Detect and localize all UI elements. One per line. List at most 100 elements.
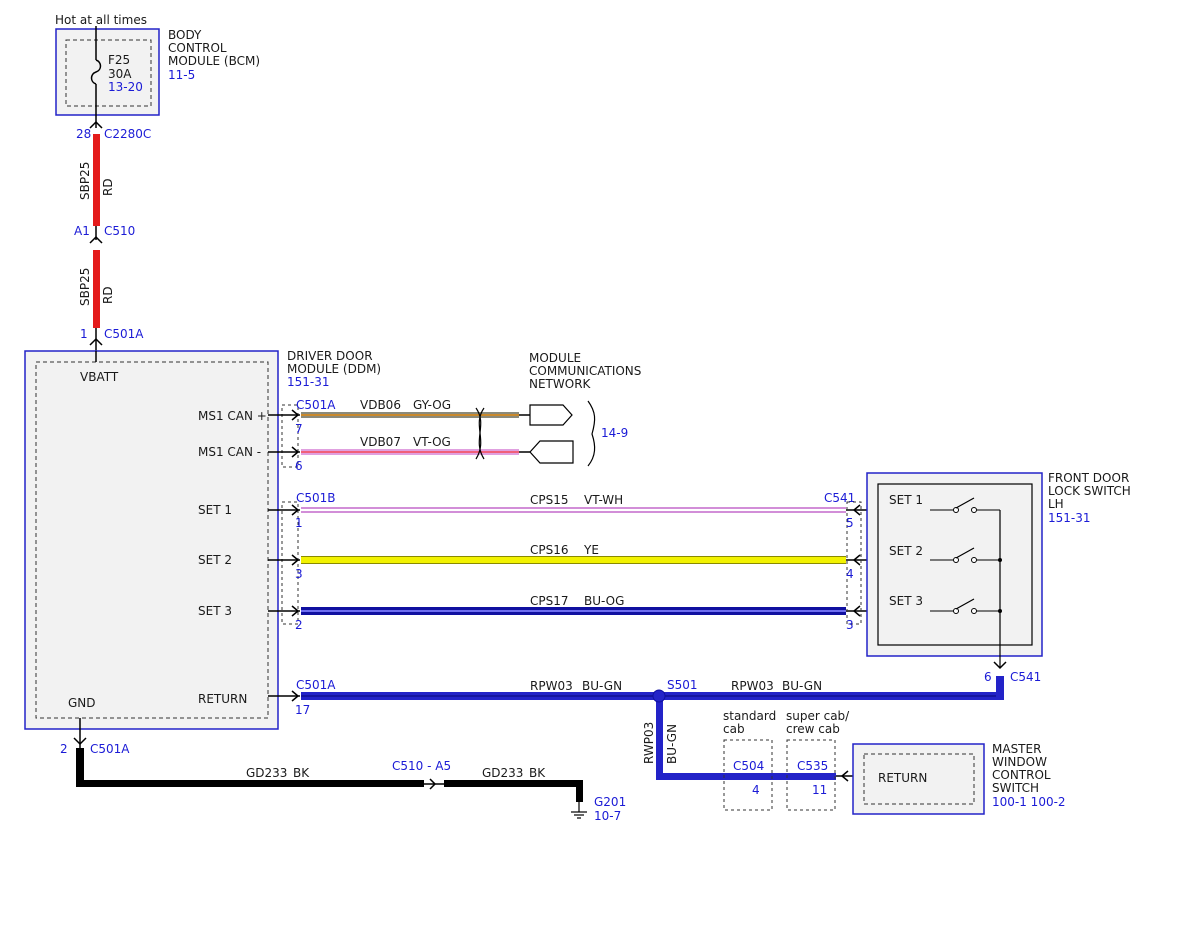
- set1-circuit: CPS15: [530, 493, 569, 507]
- ddm-pin-set3: SET 3: [198, 604, 232, 618]
- can-minus-terminal-icon: [291, 446, 300, 458]
- master-terminal-icon: [840, 770, 849, 782]
- bcm-title-3: MODULE (BCM): [168, 54, 260, 68]
- switch3-blade-icon: [955, 598, 975, 610]
- set3-circuit: CPS17: [530, 594, 569, 608]
- return-circuit-left: RPW03: [530, 679, 573, 693]
- network-title-2: COMMUNICATIONS: [529, 364, 641, 378]
- master-title-4: SWITCH: [992, 781, 1039, 795]
- switch1-blade-icon: [955, 497, 975, 509]
- bcm-module: [55, 26, 160, 128]
- c510-label: C510: [104, 224, 135, 238]
- ground-color-right: BK: [529, 766, 546, 780]
- bcm-inner-box: [65, 39, 152, 107]
- c501b-label: C501B: [296, 491, 336, 505]
- seg2-color: RD: [101, 286, 115, 304]
- can-plus-color: GY-OG: [413, 398, 451, 412]
- bcm-ref: 11-5: [168, 68, 195, 82]
- master-pin-return: RETURN: [878, 771, 927, 785]
- switch1-contact-icon: [953, 507, 959, 513]
- can-wires: [268, 400, 596, 467]
- standard-cab-2: cab: [723, 722, 745, 736]
- c535-pin: 11: [812, 783, 827, 797]
- wire-gd233-left: [76, 780, 424, 787]
- return-terminal-icon: [291, 690, 300, 702]
- c501a-feed-label: C501A: [104, 327, 144, 341]
- seg1-color: RD: [101, 178, 115, 196]
- wire-cps16: [301, 557, 846, 563]
- c504-label: C504: [733, 759, 764, 773]
- wire-gd233-drop: [576, 780, 583, 802]
- connector-c510-icon: [89, 235, 103, 244]
- can-plus-circuit: VDB06: [360, 398, 401, 412]
- set1-right-terminal-icon: [852, 504, 861, 516]
- set1-left-pin: 1: [295, 516, 303, 530]
- lock-switch-set1: SET 1: [889, 493, 923, 507]
- set3-color: BU-OG: [584, 594, 624, 608]
- master-switch-box: [852, 743, 985, 815]
- network-title-3: NETWORK: [529, 377, 592, 391]
- c501a-can-connector-box: [281, 404, 299, 468]
- can-minus-color: VT-OG: [413, 435, 451, 449]
- return-circuit: [268, 676, 1004, 782]
- master-switch-module: [852, 743, 985, 815]
- set2-right-terminal-icon: [852, 554, 861, 566]
- ddm-module-box: [24, 350, 279, 730]
- splice-s501-icon: [652, 689, 666, 703]
- ddm-pin-set1: SET 1: [198, 503, 232, 517]
- ddm-pin-return: RETURN: [198, 692, 247, 706]
- can-minus-connector-icon: [529, 440, 574, 464]
- down-circuit: RWP03: [642, 722, 656, 764]
- master-switch-inner-box: [863, 753, 975, 805]
- wire-sbp25-seg2: [93, 250, 100, 328]
- connector-c2280c-icon: [89, 120, 103, 129]
- bcm-title-1: BODY: [168, 28, 202, 42]
- ground-ref: 10-7: [594, 809, 621, 823]
- can-connector-label: C501A: [296, 398, 336, 412]
- return-conn: C501A: [296, 678, 336, 692]
- fuse-icon: [90, 59, 102, 85]
- ground-circuit-left: GD233: [246, 766, 287, 780]
- c541-label: C541: [824, 491, 855, 505]
- set2-circuit: CPS16: [530, 543, 569, 557]
- lock-switch-title-1: FRONT DOOR: [1048, 471, 1129, 485]
- wire-sbp25-seg1: [93, 134, 100, 226]
- can-plus-pin: 7: [295, 422, 303, 436]
- wire-rwp03-master: [656, 773, 836, 780]
- ddm-title-1: DRIVER DOOR: [287, 349, 373, 363]
- feed-wire: [89, 120, 103, 362]
- ground-name: G201: [594, 795, 626, 809]
- set3-left-pin: 2: [295, 618, 303, 632]
- ddm-ref: 151-31: [287, 375, 330, 389]
- seg1-circuit: SBP25: [78, 162, 92, 200]
- c535-label: C535: [797, 759, 828, 773]
- standard-cab-1: standard: [723, 709, 776, 723]
- c541-return-label: C541: [1010, 670, 1041, 684]
- wire-rpw03-up: [996, 676, 1004, 700]
- ddm-title-2: MODULE (DDM): [287, 362, 381, 376]
- set2-left-pin: 3: [295, 567, 303, 581]
- fuse-name: F25: [108, 53, 130, 67]
- set2-right-pin: 4: [846, 567, 854, 581]
- lock-switch-module-box: [866, 472, 1043, 657]
- return-color-left: BU-GN: [582, 679, 622, 693]
- lock-switch-set2: SET 2: [889, 544, 923, 558]
- ground-pin: 2: [60, 742, 68, 756]
- c2280c-label: C2280C: [104, 127, 151, 141]
- ddm-pin-ms1-can-minus: MS1 CAN -: [198, 445, 261, 459]
- ddm-pin-ms1-can-plus: MS1 CAN +: [198, 409, 267, 423]
- set3-right-terminal-icon: [852, 605, 861, 617]
- c2280c-pin: 28: [76, 127, 91, 141]
- ddm-vbatt: VBATT: [80, 370, 119, 384]
- set2-color: YE: [583, 543, 599, 557]
- return-pin: 17: [295, 703, 310, 717]
- set3-right-pin: 3: [846, 618, 854, 632]
- fuse-rating: 30A: [108, 67, 132, 81]
- network-ref: 14-9: [601, 426, 628, 440]
- master-ref: 100-1 100-2: [992, 795, 1066, 809]
- lock-switch-title-3: LH: [1048, 497, 1064, 511]
- bcm-module-box: [55, 28, 160, 116]
- set1-right-pin: 5: [846, 516, 854, 530]
- ddm-gnd: GND: [68, 696, 96, 710]
- c541-connector-box: [846, 501, 862, 625]
